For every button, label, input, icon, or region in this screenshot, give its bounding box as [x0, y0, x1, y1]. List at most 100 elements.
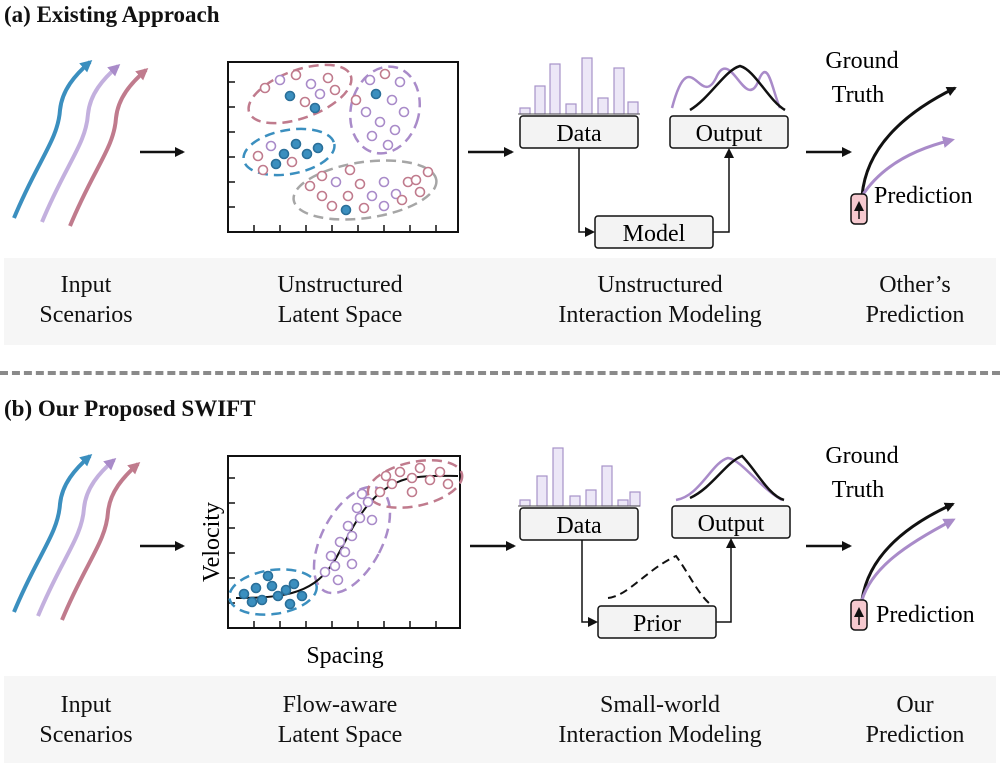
latent-point	[422, 166, 434, 178]
latent-point	[342, 190, 354, 202]
caption-line: Scenarios	[39, 722, 133, 748]
model-label: Model	[623, 221, 686, 247]
latent-point	[332, 574, 344, 586]
caption-latent-space-b: Flow-aware Latent Space	[278, 690, 403, 750]
prior-label: Prior	[633, 611, 681, 637]
latent-point	[329, 560, 341, 572]
latent-point	[374, 116, 386, 128]
latent-point	[246, 596, 258, 608]
data-to-model-arrow	[578, 148, 595, 237]
histogram-bar	[534, 85, 546, 115]
latent-point	[358, 202, 370, 214]
interaction-modeling-b: Data Output Prior	[518, 447, 791, 639]
caption-line: Unstructured	[277, 272, 403, 298]
histogram-bar	[536, 475, 548, 507]
histogram-bar	[597, 97, 609, 115]
latent-point	[346, 530, 358, 542]
caption-latent-space-a: Unstructured Latent Space	[277, 270, 402, 330]
latent-point	[360, 106, 372, 118]
latent-point	[366, 130, 378, 142]
caption-line: Latent Space	[277, 722, 403, 748]
latent-space-plot-a	[227, 61, 459, 233]
histogram-bar	[565, 103, 577, 115]
latent-point	[350, 94, 362, 106]
latent-point	[329, 84, 341, 96]
latent-point	[354, 512, 366, 524]
latent-point	[410, 174, 422, 186]
latent-point	[370, 88, 382, 100]
caption-line: Our	[896, 692, 934, 718]
latent-point	[344, 164, 356, 176]
output-label: Output	[696, 121, 763, 147]
ground-truth-line: Ground	[825, 48, 898, 74]
trajectory-pink-arrow	[68, 68, 149, 227]
latent-point	[364, 74, 376, 86]
caption-line: Latent Space	[277, 302, 403, 328]
latent-point	[252, 150, 264, 162]
caption-input-scenarios-a: Input Scenarios	[39, 270, 132, 330]
panel-b-caption-band	[4, 676, 996, 763]
latent-point	[262, 570, 274, 582]
caption-line: Prediction	[865, 722, 965, 748]
latent-point	[312, 142, 324, 154]
latent-point	[266, 580, 278, 592]
latent-point	[280, 584, 292, 596]
panel-a-title: (a) Existing Approach	[4, 2, 220, 27]
prior-curve	[607, 554, 711, 605]
ground-truth-line: Ground	[825, 443, 898, 469]
latent-point	[270, 158, 282, 170]
latent-point	[406, 486, 418, 498]
latent-point	[301, 148, 313, 160]
x-axis-ticks	[253, 225, 437, 232]
caption-line: Interaction Modeling	[558, 302, 762, 328]
data-label: Data	[556, 121, 602, 147]
output-curve-purple	[675, 456, 783, 502]
caption-line: Interaction Modeling	[558, 722, 762, 748]
latent-point	[354, 178, 366, 190]
caption-line: Small-world	[600, 692, 720, 718]
output-curve-black	[689, 64, 786, 112]
trajectory-blue-arrow	[12, 454, 93, 613]
output-curve-black	[689, 454, 785, 502]
caption-prediction-b: Our Prediction	[866, 690, 965, 750]
histogram-bar	[627, 101, 639, 115]
latent-point	[330, 176, 342, 188]
caption-line: Input	[60, 272, 112, 298]
panel-b-title: (b) Our Proposed SWIFT	[4, 396, 256, 421]
caption-prediction-a: Other’s Prediction	[866, 270, 965, 330]
latent-point	[325, 550, 337, 562]
trajectory-purple-arrow	[40, 64, 121, 223]
latent-point	[442, 478, 454, 490]
interaction-modeling-a: Data Output Model	[518, 57, 789, 249]
prediction-a: Ground Truth Prediction	[825, 48, 973, 225]
prediction-label: Prediction	[874, 183, 973, 209]
latent-point	[299, 96, 311, 108]
latent-point	[326, 200, 338, 212]
ground-truth-arrow	[860, 502, 955, 601]
trajectory-blue-arrow	[12, 60, 93, 219]
latent-point	[414, 462, 426, 474]
histogram-bar	[581, 57, 593, 115]
latent-point	[378, 200, 390, 212]
caption-line: Other’s	[879, 272, 951, 298]
histogram-bar	[629, 491, 641, 507]
x-axis-label: Spacing	[306, 643, 383, 669]
latent-point	[259, 82, 271, 94]
panel-a-caption-band	[4, 258, 996, 345]
data-histogram	[519, 447, 641, 507]
latent-point	[257, 164, 269, 176]
latent-point	[290, 138, 302, 150]
latent-point	[305, 78, 317, 90]
latent-point	[366, 514, 378, 526]
data-histogram	[519, 57, 639, 115]
latent-point	[374, 486, 386, 498]
cluster-blue	[228, 568, 318, 616]
latent-point	[288, 578, 300, 590]
prior-to-output-arrow	[716, 538, 736, 623]
latent-point	[238, 588, 250, 600]
latent-point	[278, 148, 290, 160]
latent-point	[380, 470, 392, 482]
input-trajectories-b	[12, 454, 141, 621]
latent-point	[386, 478, 398, 490]
